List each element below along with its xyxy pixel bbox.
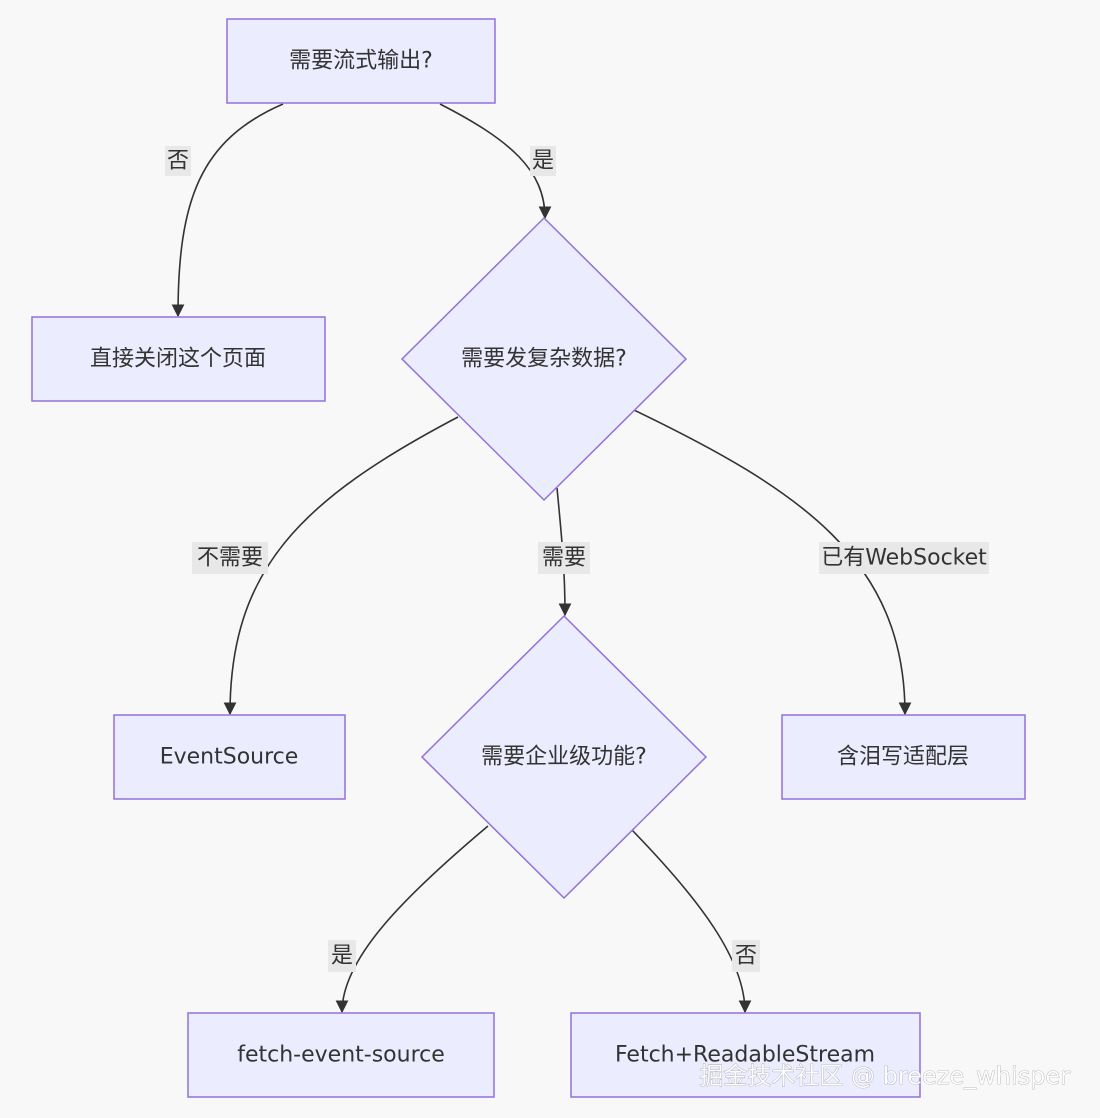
- edge-label-bg: [192, 542, 268, 574]
- edge-label-bg: [328, 940, 356, 972]
- edge-label-stream-yes: 是: [532, 149, 554, 174]
- nodes: 需要流式输出? 直接关闭这个页面 需要发复杂数据? EventSource 需要…: [31, 18, 1026, 1098]
- edge-labels: 否 是 不需要 需要 已有WebSocket 是 否: [165, 146, 989, 972]
- edge-complex-ws: [633, 409, 912, 716]
- edge-label-bg: [530, 146, 556, 176]
- node-need-stream-label: 需要流式输出?: [289, 49, 433, 74]
- edge-label-stream-no: 否: [167, 149, 189, 174]
- node-need-stream-box: [226, 18, 496, 104]
- edge-complex-no: [223, 416, 459, 716]
- edge-label-complex-ws: 已有WebSocket: [821, 546, 987, 571]
- node-need-enterprise-label: 需要企业级功能?: [481, 745, 647, 770]
- edge-label-complex-no: 不需要: [197, 546, 263, 571]
- edge-stream-yes: [439, 103, 552, 220]
- edge-enterprise-no: [631, 829, 752, 1014]
- edge-label-bg: [732, 940, 760, 972]
- node-wrapper-layer-box: [781, 714, 1026, 800]
- edge-label-bg: [538, 542, 590, 574]
- node-fetch-readable-label: Fetch+ReadableStream: [615, 1043, 875, 1068]
- node-close-page-box: [31, 316, 326, 402]
- edge-label-complex-yes: 需要: [542, 546, 586, 571]
- node-fetch-readable-box: [570, 1012, 921, 1098]
- node-eventsource-label: EventSource: [160, 745, 299, 770]
- node-need-enterprise-diamond: [420, 614, 708, 900]
- edge-label-enterprise-no: 否: [735, 944, 757, 969]
- node-eventsource-box: [113, 714, 346, 800]
- watermark: 掘金技术社区 @ breeze_whisper: [699, 1062, 1070, 1090]
- node-close-page-label: 直接关闭这个页面: [90, 347, 266, 372]
- edge-label-bg: [165, 146, 191, 176]
- node-wrapper-layer-label: 含泪写适配层: [837, 745, 969, 770]
- node-need-complex-label: 需要发复杂数据?: [461, 347, 627, 372]
- node-fetch-event-source-box: [187, 1012, 495, 1098]
- edge-enterprise-yes: [335, 825, 489, 1014]
- edge-label-enterprise-yes: 是: [331, 944, 353, 969]
- edge-label-bg: [819, 542, 989, 574]
- node-fetch-event-source-label: fetch-event-source: [237, 1043, 445, 1068]
- edges: [171, 103, 912, 1014]
- node-need-complex-diamond: [400, 216, 688, 502]
- edge-stream-no: [171, 103, 284, 318]
